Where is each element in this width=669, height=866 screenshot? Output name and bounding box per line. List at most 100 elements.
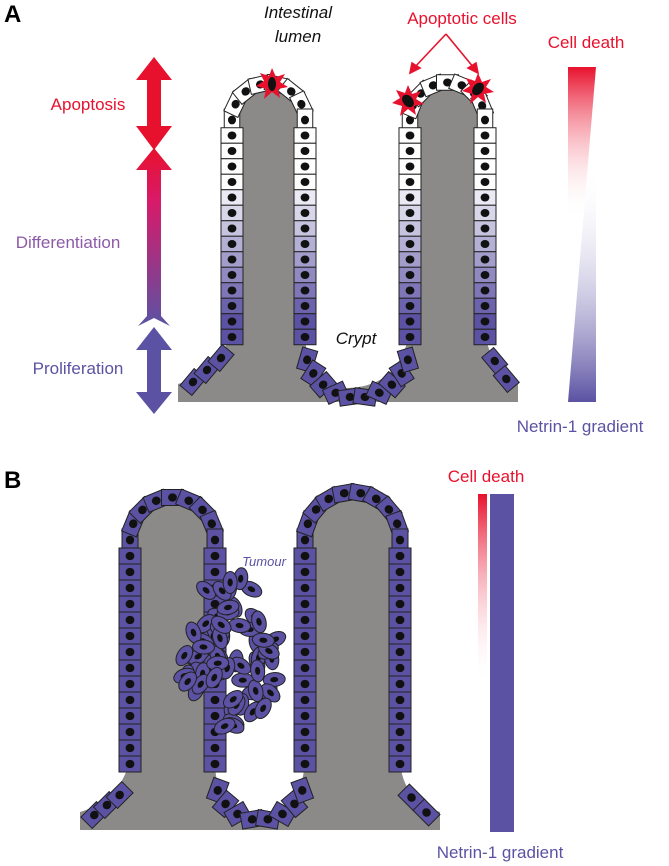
epithelial-cell [203, 547, 227, 565]
epithelial-cell [388, 723, 412, 741]
netrin-label-a: Netrin-1 gradient [517, 417, 644, 436]
epithelial-cell [293, 158, 317, 175]
epithelial-cell [118, 675, 142, 693]
epithelial-cell [473, 235, 497, 253]
epithelial-cell [118, 627, 142, 645]
epithelial-cell [203, 563, 227, 581]
panel-a-label: A [4, 1, 21, 28]
epithelial-cell [398, 297, 422, 315]
epithelial-cell [220, 251, 244, 268]
tumour-cell [260, 683, 281, 703]
tumour-cell [205, 666, 223, 689]
epithelial-cell [388, 739, 412, 757]
epithelial-cell [293, 755, 317, 773]
epithelial-cell [293, 739, 317, 757]
netrin-bar-b [490, 494, 514, 832]
epithelial-cell [293, 627, 317, 645]
epithelial-cell [207, 343, 235, 373]
tumour-cell [254, 697, 272, 720]
epithelial-cell [293, 328, 317, 346]
epithelial-cell [398, 220, 422, 237]
apoptotic-cell-villus-2a [392, 85, 424, 116]
panel-a-epithelium [179, 73, 520, 407]
epithelial-cell [293, 659, 317, 677]
tumour-cell [230, 656, 252, 675]
epithelial-cell [118, 723, 142, 741]
epithelial-cell [220, 266, 244, 284]
epithelial-cell [293, 251, 317, 268]
epithelial-cell [388, 755, 412, 773]
epithelial-cell [396, 346, 420, 374]
epithelial-cell [473, 282, 497, 299]
tumour-cell [250, 659, 266, 683]
epithelial-cell [293, 173, 317, 191]
tumour-cell [206, 655, 230, 671]
epithelial-cell [398, 328, 422, 346]
panel-b: B Tumour Cell death Netrin-1 gradient [4, 467, 564, 862]
epithelial-cell [293, 282, 317, 299]
epithelial-cell [398, 173, 422, 191]
epithelial-cell [388, 659, 412, 677]
tumour-cell [178, 671, 198, 692]
epithelial-cell [293, 563, 317, 581]
epithelial-cell [211, 789, 240, 819]
epithelial-cell [118, 643, 142, 661]
epithelial-cell [220, 189, 244, 206]
epithelial-cell [220, 297, 244, 315]
epithelial-cell [377, 370, 406, 399]
epithelial-cell [118, 579, 142, 597]
tumour-cell [251, 632, 275, 648]
epithelial-cell [473, 127, 497, 144]
epithelial-cell [118, 611, 142, 629]
panel-a-stroma [178, 85, 518, 402]
epithelial-cell [220, 173, 244, 191]
tumour-cell [223, 690, 244, 709]
epithelial-cell [220, 235, 244, 253]
epithelial-cell [293, 297, 317, 315]
proliferation-label: Proliferation [33, 359, 124, 378]
epithelial-cell [206, 528, 224, 552]
epithelial-cell [397, 783, 426, 812]
tumour-cell [213, 717, 236, 735]
epithelial-cell [293, 579, 317, 597]
cell-death-bar-b [478, 494, 487, 684]
epithelial-cell [473, 220, 497, 237]
tumour-cell [247, 679, 264, 703]
epithelial-cell [398, 266, 422, 284]
epithelial-cell [293, 611, 317, 629]
epithelial-cell [398, 235, 422, 253]
epithelial-cell [220, 328, 244, 346]
netrin-label-b: Netrin-1 gradient [437, 843, 564, 862]
apoptosis-arrow [136, 57, 172, 150]
tumour-label: Tumour [242, 554, 286, 569]
epithelial-cell [473, 313, 497, 330]
epithelial-cell [473, 173, 497, 191]
epithelial-cell [293, 142, 317, 160]
epithelial-cell [388, 643, 412, 661]
epithelial-cell [293, 204, 317, 222]
epithelial-cell [203, 755, 227, 773]
lumen-label-line1: Intestinal [264, 3, 333, 22]
apoptotic-cell-villus-2b [462, 73, 494, 104]
epithelial-cell [473, 297, 497, 315]
lumen-label-line2: lumen [275, 27, 321, 46]
tumour-cell [191, 639, 215, 655]
panel-b-stroma [80, 498, 440, 830]
panel-b-label: B [4, 467, 21, 494]
epithelial-cell [293, 189, 317, 206]
epithelial-cell [309, 370, 338, 399]
panel-a: A Intestinal lumen Apoptotic cells [4, 1, 644, 436]
tumour-cell [222, 570, 238, 594]
epithelial-cell [105, 780, 134, 810]
epithelial-cell [220, 220, 244, 237]
epithelial-cell [293, 675, 317, 693]
epithelial-cell [388, 563, 412, 581]
epithelial-cell [118, 595, 142, 613]
epithelial-cell [220, 204, 244, 222]
epithelial-cell [293, 547, 317, 565]
epithelial-cell [388, 579, 412, 597]
epithelial-cell [473, 189, 497, 206]
epithelial-cell [118, 563, 142, 581]
apoptotic-cells-arrows [408, 33, 480, 75]
